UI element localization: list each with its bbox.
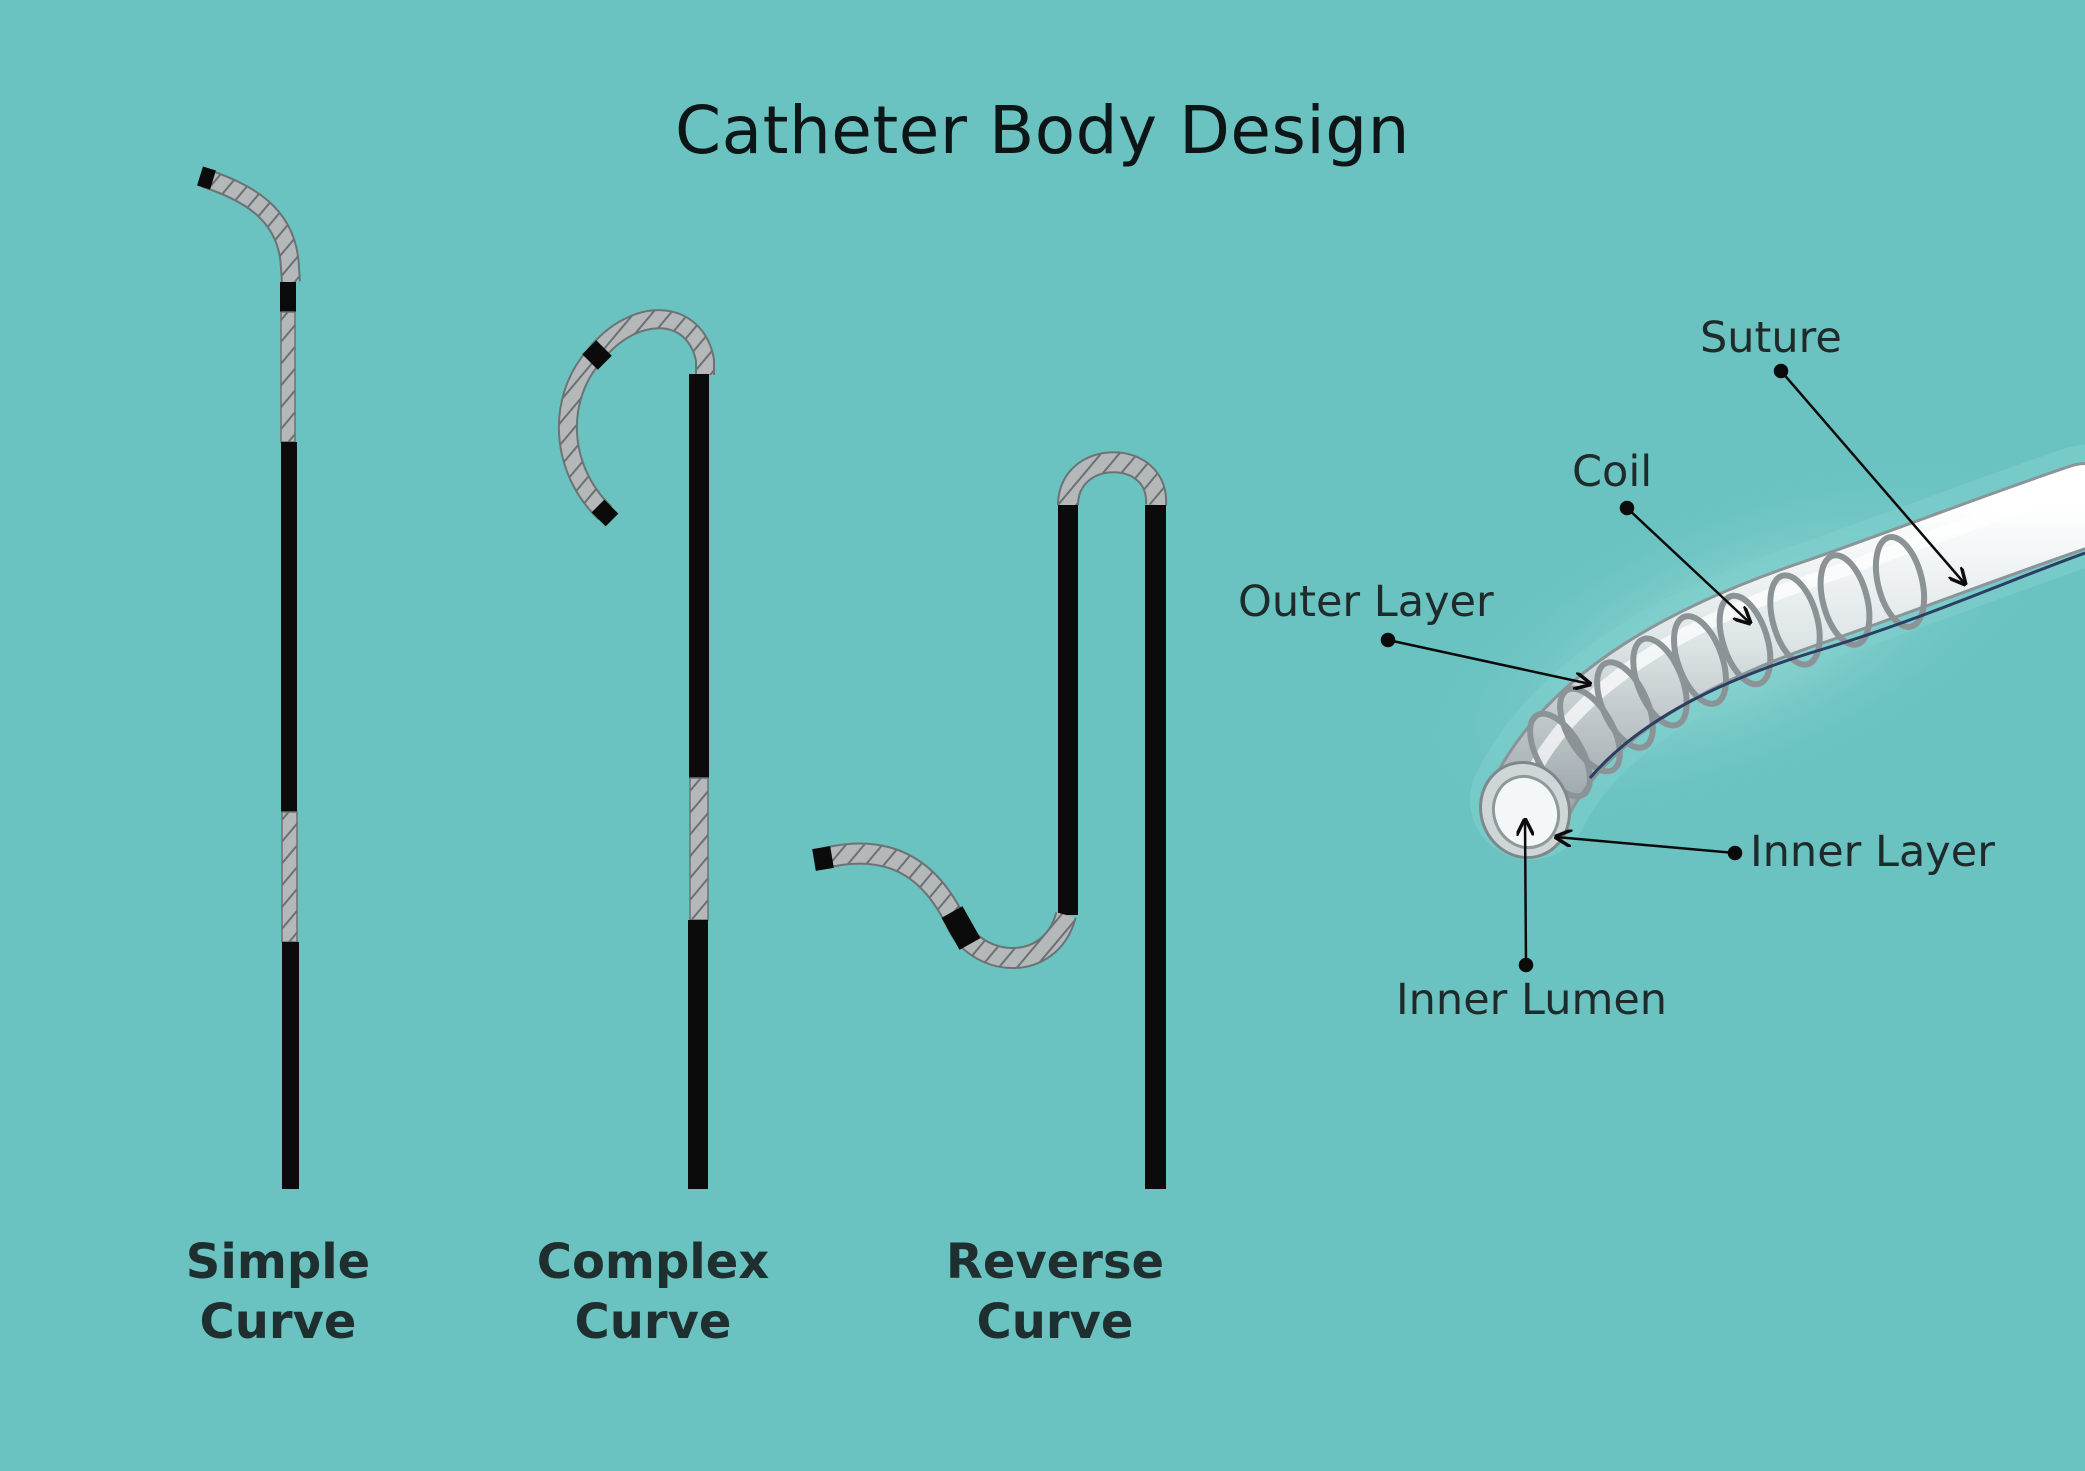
complex-curve-catheter	[557, 309, 715, 1189]
diagram-title: Catheter Body Design	[675, 92, 1410, 169]
callout-leaders	[1380, 363, 1965, 973]
coil-rings	[1527, 534, 1928, 800]
suture-leader	[1773, 363, 1965, 584]
label-outer-layer: Outer Layer	[1238, 577, 1494, 627]
caption-line-2: Curve	[199, 1294, 357, 1350]
simple-curve-catheter	[197, 166, 301, 1189]
label-inner-lumen: Inner Lumen	[1396, 975, 1668, 1025]
caption-line-1: Simple	[185, 1234, 371, 1290]
caption-line-2: Curve	[574, 1294, 732, 1350]
caption-line-2: Curve	[976, 1294, 1134, 1350]
outer-layer-leader	[1380, 632, 1590, 684]
coil-leader	[1619, 500, 1750, 623]
catheter-cutaway-illustration	[1401, 445, 2085, 860]
inner-lumen-leader	[1520, 820, 1532, 973]
label-suture: Suture	[1700, 313, 1842, 363]
caption-reverse-curve: Reverse Curve	[935, 1232, 1175, 1352]
inner-lumen-opening	[1492, 774, 1560, 850]
inner-layer-leader	[1556, 837, 1743, 861]
caption-complex-curve: Complex Curve	[533, 1232, 773, 1352]
caption-line-1: Reverse	[945, 1234, 1165, 1290]
caption-simple-curve: Simple Curve	[178, 1232, 378, 1352]
label-coil: Coil	[1572, 447, 1653, 497]
reverse-curve-catheter	[812, 451, 1168, 1189]
caption-line-1: Complex	[536, 1234, 770, 1290]
label-inner-layer: Inner Layer	[1750, 827, 1995, 877]
